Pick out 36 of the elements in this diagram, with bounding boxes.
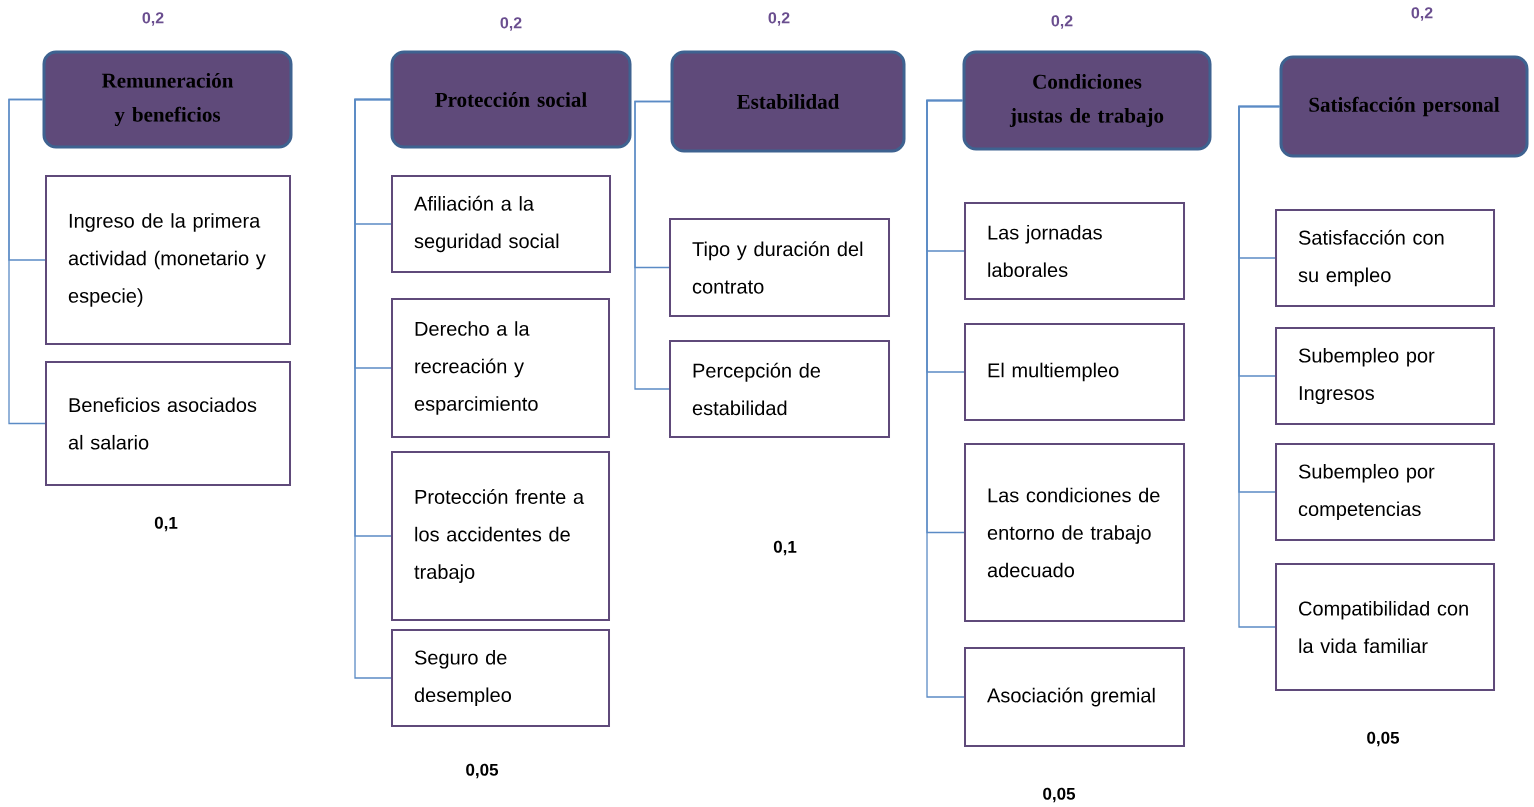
item-box: Subempleo por Ingresos bbox=[1275, 327, 1495, 425]
weight-value: 0,1 bbox=[154, 516, 178, 532]
weight-value: 0,05 bbox=[1043, 787, 1076, 803]
weight-value: 0,2 bbox=[142, 12, 164, 26]
connector-line bbox=[354, 98, 392, 679]
item-box: El multiempleo bbox=[964, 323, 1185, 421]
item-box: Beneficios asociados al salario bbox=[45, 361, 291, 486]
category-box: Satisfacción personal bbox=[1279, 55, 1529, 158]
weight-value: 0,05 bbox=[1367, 731, 1400, 747]
item-box: Subempleo por competencias bbox=[1275, 443, 1495, 541]
category-box: Condiciones justas de trabajo bbox=[962, 50, 1212, 151]
item-box: Percepción de estabilidad bbox=[669, 340, 890, 438]
item-box: Seguro de desempleo bbox=[391, 629, 610, 727]
connector-line bbox=[634, 100, 672, 390]
item-box: Protección frente a los accidentes de trabajo bbox=[391, 451, 610, 621]
item-box: Derecho a la recreación y esparcimiento bbox=[391, 298, 610, 438]
item-box: Compatibilidad con la vida familiar bbox=[1275, 563, 1495, 691]
connector-line bbox=[926, 99, 965, 698]
weight-value: 0,2 bbox=[768, 12, 790, 26]
category-box: Remuneración y beneficios bbox=[42, 50, 293, 149]
category-box: Estabilidad bbox=[670, 50, 906, 153]
item-box: Satisfacción con su empleo bbox=[1275, 209, 1495, 307]
weight-value: 0,2 bbox=[1051, 15, 1073, 29]
weight-value: 0,2 bbox=[500, 17, 522, 31]
connector-line bbox=[1238, 105, 1281, 628]
item-box: Afiliación a la seguridad social bbox=[391, 175, 611, 273]
item-box: Asociación gremial bbox=[964, 647, 1185, 747]
item-box: Las jornadas laborales bbox=[964, 202, 1185, 300]
weight-value: 0,1 bbox=[773, 540, 797, 556]
weight-value: 0,2 bbox=[1411, 7, 1433, 21]
weight-value: 0,05 bbox=[466, 763, 499, 779]
category-box: Protección social bbox=[390, 50, 632, 149]
item-box: Ingreso de la primera actividad (monetario y especie) bbox=[45, 175, 291, 345]
connector-line bbox=[8, 98, 46, 425]
item-box: Las condiciones de entorno de trabajo adecuado bbox=[964, 443, 1185, 622]
item-box: Tipo y duración del contrato bbox=[669, 218, 890, 317]
